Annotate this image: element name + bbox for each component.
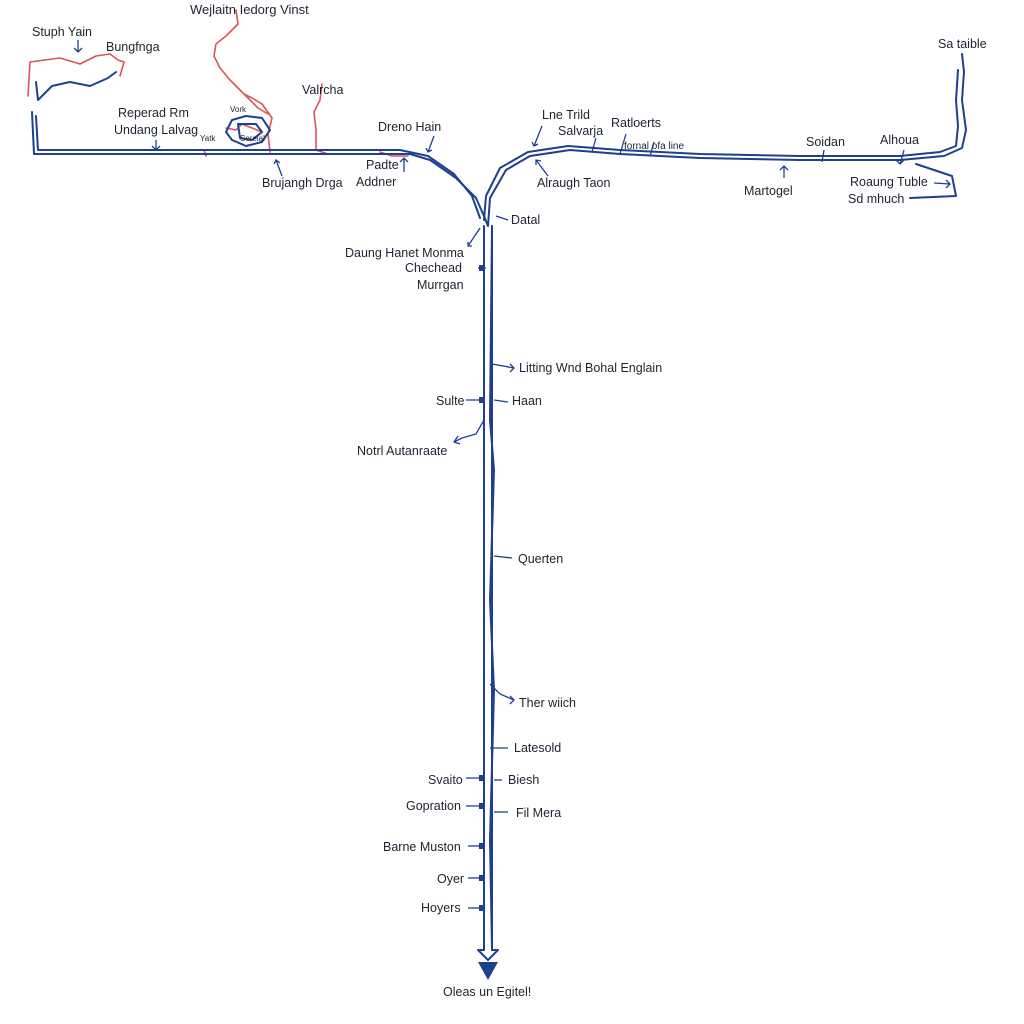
label-haan: Haan xyxy=(512,394,542,408)
tick-brujangh xyxy=(273,159,283,177)
label-undang-lalvag: Undang Lalvag xyxy=(114,123,198,137)
tick-lne-trild xyxy=(531,125,543,147)
station-marker xyxy=(479,843,485,849)
label-biesh: Biesh xyxy=(508,773,539,787)
label-padte: Padte xyxy=(366,158,399,172)
label-yatk: Yatk xyxy=(200,134,216,143)
route-trunk-right xyxy=(489,225,495,951)
route-right-spur xyxy=(909,163,957,199)
label-brujangh-drga: Brujangh Drga xyxy=(262,176,343,190)
route-right-branch xyxy=(487,53,967,227)
station-marker xyxy=(479,803,485,809)
label-sereial: Sereial xyxy=(240,134,265,143)
tick-soidan xyxy=(821,149,825,163)
label-end: Oleas un Egitel! xyxy=(443,985,531,999)
label-hoyers: Hoyers xyxy=(421,901,461,915)
label-soidan: Soidan xyxy=(806,135,845,149)
label-fil-mera: Fil Mera xyxy=(516,806,561,820)
label-svaito: Svaito xyxy=(428,773,463,787)
label-sd-mhuch: Sd mhuch xyxy=(848,192,904,206)
tick-padte xyxy=(399,157,409,172)
tick-alraugh xyxy=(535,159,549,177)
route-left-branch-3 xyxy=(35,115,481,219)
label-murrgan: Murrgan xyxy=(417,278,464,292)
tick-undang xyxy=(151,140,161,151)
tick-alhoua xyxy=(895,149,905,165)
label-alhoua: Alhoua xyxy=(880,133,919,147)
label-reperad-rim: Reperad Rm xyxy=(118,106,189,120)
tick-salvarja xyxy=(591,137,597,153)
label-stuph-yain: Stuph Yain xyxy=(32,25,92,39)
label-salvarja: Salvarja xyxy=(558,124,603,138)
label-sa-taible: Sa taible xyxy=(938,37,987,51)
label-ratloerts: Ratloerts xyxy=(611,116,661,130)
river-line-center xyxy=(213,9,269,115)
tick-fornal xyxy=(649,141,655,157)
label-martogel: Martogel xyxy=(744,184,793,198)
label-sulte: Sulte xyxy=(436,394,465,408)
label-vork: Vork xyxy=(230,105,247,114)
tick-querten xyxy=(493,555,513,559)
river-line-left-2 xyxy=(109,53,125,77)
tick-ratloerts xyxy=(619,133,627,155)
station-marker xyxy=(479,397,485,403)
label-notrl: Notrl Autanraate xyxy=(357,444,447,458)
label-daung-hanet: Daung Hanet Monma xyxy=(345,246,464,260)
map-title: Wejlaitn Iedorg Vinst xyxy=(190,2,309,17)
station-marker xyxy=(479,775,485,781)
tick-haan xyxy=(493,399,509,403)
label-chechead: Chechead xyxy=(405,261,462,275)
label-fornal: fornal ofa line xyxy=(624,141,684,152)
tick-roaung xyxy=(933,179,951,189)
route-left-branch xyxy=(35,71,117,101)
main-route xyxy=(31,53,967,961)
route-loop xyxy=(225,115,271,147)
tick-daung xyxy=(467,227,481,247)
river-line-center-2 xyxy=(243,93,273,153)
tick-martogel xyxy=(779,165,789,178)
station-ticks xyxy=(73,40,951,911)
map-labels: Wejlaitn Iedorg Vinst Stuph Yain Bungfng… xyxy=(32,2,987,999)
tick-litting xyxy=(491,363,515,373)
label-lne-trild: Lne Trild xyxy=(542,108,590,122)
river-line-left xyxy=(27,53,111,97)
route-right-branch-2 xyxy=(483,69,959,221)
label-barne-muston: Barne Muston xyxy=(383,840,461,854)
station-marker xyxy=(479,875,485,881)
label-bungfnga: Bungfnga xyxy=(106,40,160,54)
tick-stuph-yain xyxy=(73,40,83,53)
label-litting: Litting Wnd Bohal Englain xyxy=(519,361,662,375)
tick-dreno xyxy=(425,135,435,153)
label-gopration: Gopration xyxy=(406,799,461,813)
label-alraugh-taon: Alraugh Taon xyxy=(537,176,610,190)
tick-datal xyxy=(495,215,509,221)
route-left-branch-2 xyxy=(31,111,489,227)
label-ther-wiich: Ther wiich xyxy=(519,696,576,710)
route-loop-inner xyxy=(237,123,263,141)
tick-notrl xyxy=(452,419,485,445)
label-latesold: Latesold xyxy=(514,741,561,755)
end-arrow-icon xyxy=(478,962,498,980)
label-addner: Addner xyxy=(356,175,396,189)
label-valrcha: Valrcha xyxy=(302,83,344,97)
route-trunk-left xyxy=(477,225,499,961)
label-oyer: Oyer xyxy=(437,872,464,886)
label-datal: Datal xyxy=(511,213,540,227)
label-dreno-hain: Dreno Hain xyxy=(378,120,441,134)
label-querten: Querten xyxy=(518,552,563,566)
station-marker xyxy=(479,265,485,271)
tick-therwiich xyxy=(489,683,515,705)
station-marker xyxy=(479,905,485,911)
label-roaung-tuble: Roaung Tuble xyxy=(850,175,928,189)
